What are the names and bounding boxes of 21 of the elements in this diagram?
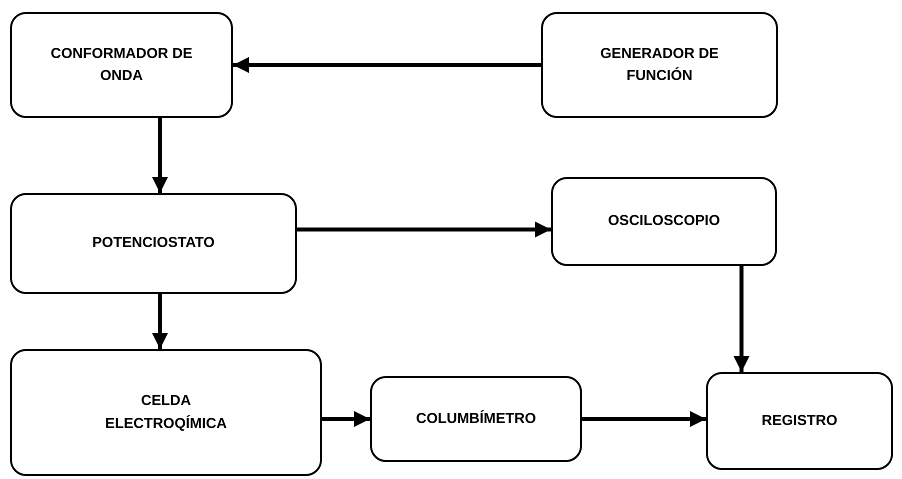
box-label: GENERADOR DE FUNCIÓN <box>599 44 720 86</box>
box-label: OSCILOSCOPIO <box>608 212 720 232</box>
box-label: CONFORMADOR DE ONDA <box>50 44 194 86</box>
process-box <box>551 177 777 266</box>
box-label: CELDA ELECTROQÍMICA <box>104 392 228 434</box>
process-box <box>541 12 778 118</box>
box-label: REGISTRO <box>762 412 838 431</box>
box-label: COLUMBÍMETRO <box>416 409 536 429</box>
arrow <box>233 57 541 73</box>
arrow <box>582 411 706 427</box>
arrow <box>152 294 168 349</box>
process-box <box>10 12 233 118</box>
box-label: POTENCIOSTATO <box>92 234 215 254</box>
process-box <box>370 376 582 462</box>
arrow <box>152 118 168 193</box>
process-box <box>706 372 893 470</box>
arrow <box>322 411 370 427</box>
arrow <box>297 222 551 238</box>
process-box <box>10 349 322 476</box>
arrow <box>734 266 750 372</box>
process-box <box>10 193 297 294</box>
